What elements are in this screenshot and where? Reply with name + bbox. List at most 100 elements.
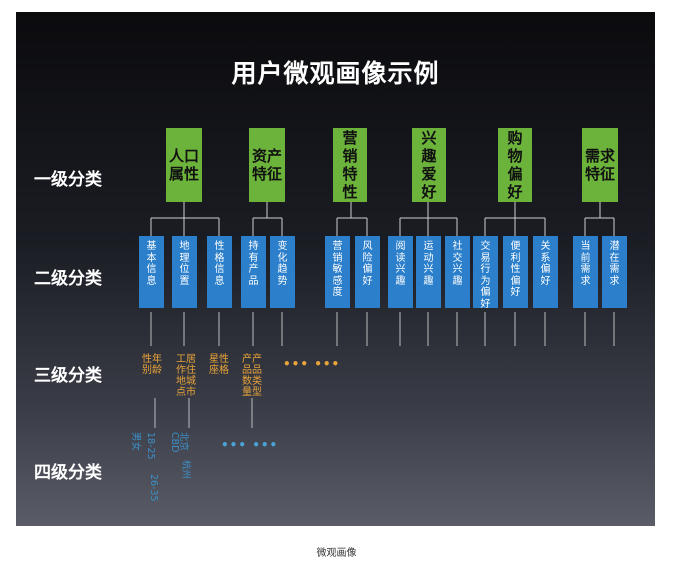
node-char: 兴 — [395, 264, 406, 275]
node-text: 性 — [342, 183, 358, 201]
node-line: 品品 — [242, 365, 262, 376]
node-text: 特 — [342, 165, 358, 183]
diagram-slide: 用户微观画像示例 一级分类 二级分类 三级分类 四级分类 人口 属性 资产 特征… — [16, 12, 655, 526]
level2-node: 营销敏感度 — [325, 236, 350, 308]
node-char: 系 — [540, 252, 551, 264]
node-char: 变 — [277, 241, 288, 252]
level3-node: 工居 作住 地城 点市 — [173, 354, 199, 398]
node-char: 风 — [362, 241, 373, 252]
node-char: 势 — [277, 275, 288, 287]
node-char: 需 — [609, 264, 620, 275]
node-char: 潜 — [609, 241, 620, 252]
level-4-label: 四级分类 — [34, 463, 102, 483]
level2-node: 运动兴趣 — [416, 236, 441, 308]
level-3-label: 三级分类 — [34, 366, 102, 386]
node-char: 位 — [179, 264, 190, 275]
level-1-label: 一级分类 — [34, 170, 102, 190]
level4-age-2: 26-35 — [148, 474, 159, 502]
level1-node-interests: 兴 趣 爱 好 — [412, 128, 446, 202]
node-text: 购 — [507, 129, 523, 147]
node-char: 息 — [146, 275, 157, 287]
node-line: 性年 — [142, 354, 162, 365]
level2-node: 阅读兴趣 — [388, 236, 413, 308]
node-char: 偏 — [362, 264, 373, 275]
node-text: 偏 — [507, 165, 523, 183]
level3-more-ellipsis: ••• ••• — [283, 357, 341, 371]
node-char: 为 — [480, 275, 491, 287]
node-char: 偏 — [540, 264, 551, 275]
level2-node: 地理位置 — [172, 236, 197, 308]
node-line: 座格 — [209, 365, 229, 376]
node-char: 兴 — [452, 264, 463, 275]
level4-beijing: 北京 — [178, 432, 189, 452]
node-char: 置 — [179, 275, 190, 287]
node-text: 营 — [342, 129, 358, 147]
node-char: 趣 — [423, 275, 434, 287]
node-char: 动 — [423, 252, 434, 264]
level2-node: 交易行为偏好 — [473, 236, 498, 310]
node-char: 在 — [609, 252, 620, 264]
node-text: 属性 — [168, 165, 199, 183]
node-char: 社 — [452, 241, 463, 252]
node-char: 求 — [580, 275, 591, 287]
node-char: 息 — [214, 275, 225, 287]
connector-lines — [150, 202, 615, 428]
level1-node-needs: 需求 特征 — [582, 128, 618, 202]
node-line: 地城 — [176, 376, 196, 387]
node-char: 持 — [248, 241, 259, 252]
node-char: 兴 — [423, 264, 434, 275]
level4-age-1: 18-25 — [145, 432, 156, 460]
node-line: 作住 — [176, 365, 196, 376]
node-char: 交 — [452, 252, 463, 264]
level2-node: 持有产品 — [241, 236, 266, 308]
node-line: 量型 — [242, 387, 262, 398]
level2-node: 潜在需求 — [602, 236, 627, 308]
level3-node: 星性 座格 — [206, 354, 232, 376]
node-char: 求 — [609, 275, 620, 287]
node-char: 化 — [277, 252, 288, 264]
level4-hangzhou: 杭州 — [180, 460, 191, 480]
node-char: 趣 — [452, 275, 463, 287]
node-char: 偏 — [510, 275, 521, 287]
node-char: 好 — [362, 275, 373, 287]
node-text: 销 — [342, 147, 358, 165]
node-char: 地 — [179, 241, 190, 252]
node-line: 产产 — [242, 354, 262, 365]
node-char: 阅 — [395, 241, 406, 252]
node-char: 有 — [248, 252, 259, 264]
node-char: 易 — [480, 252, 491, 264]
node-char: 便 — [510, 241, 521, 252]
node-char: 当 — [580, 241, 591, 252]
node-text: 特征 — [251, 165, 282, 183]
node-char: 运 — [423, 241, 434, 252]
level2-node: 风险偏好 — [355, 236, 380, 308]
node-char: 信 — [146, 264, 157, 275]
node-text: 爱 — [421, 165, 437, 183]
figure-caption: 微观画像 — [316, 548, 357, 559]
node-char: 感 — [332, 275, 343, 287]
node-text: 兴 — [421, 129, 437, 147]
node-line: 工居 — [176, 354, 196, 365]
node-char: 基 — [146, 241, 157, 252]
level2-node: 变化趋势 — [270, 236, 295, 308]
node-char: 交 — [480, 241, 491, 252]
level2-node: 关系偏好 — [533, 236, 558, 308]
level2-node: 当前需求 — [573, 236, 598, 308]
node-char: 读 — [395, 252, 406, 264]
node-line: 别龄 — [142, 365, 162, 376]
node-char: 理 — [179, 252, 190, 264]
node-line: 数类 — [242, 376, 262, 387]
node-text: 好 — [421, 183, 437, 201]
node-text: 好 — [507, 183, 523, 201]
node-char: 行 — [480, 264, 491, 275]
node-text: 需求 — [584, 147, 615, 165]
level2-node: 便利性偏好 — [503, 236, 528, 308]
level1-node-marketing: 营 销 特 性 — [333, 128, 367, 202]
node-char: 关 — [540, 241, 551, 252]
node-text: 物 — [507, 147, 523, 165]
level4-gender: 男女 — [130, 432, 141, 452]
node-char: 利 — [510, 252, 521, 264]
node-char: 性 — [214, 241, 225, 252]
node-char: 趣 — [395, 275, 406, 287]
level4-cbd: CBD — [169, 432, 180, 453]
